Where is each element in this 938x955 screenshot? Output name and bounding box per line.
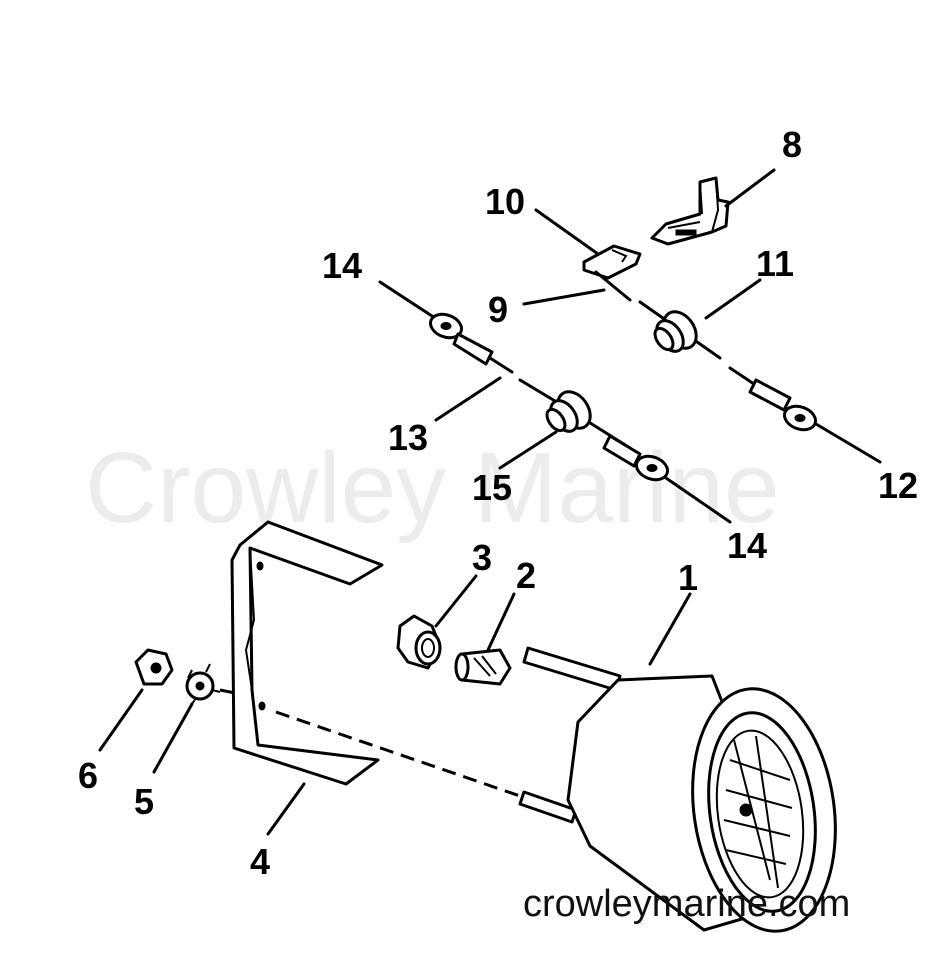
callout-11: 11 [756,243,794,284]
part-12-ring-terminal [728,366,817,432]
part-1-gauge [518,646,837,933]
callout-14-upper: 14 [322,245,362,286]
watermark-text: Crowley Marine [85,432,780,544]
callout-4: 4 [250,841,270,882]
watermark-url: crowleymarine.com [523,883,850,925]
callout-10: 10 [485,181,525,222]
part-5-lock-washer [185,663,221,705]
part-15-grommet [545,390,632,450]
callout-1: 1 [678,557,698,598]
part-14-ring-terminal-lower [602,434,669,482]
part-6-nut [134,648,174,686]
callout-14-lower: 14 [727,525,767,566]
callout-2: 2 [516,555,536,596]
part-2-bulb [454,648,512,686]
callout-5: 5 [134,781,154,822]
part-13-wire [518,378,562,406]
part-4-u-bracket [230,520,384,786]
callout-15: 15 [472,467,512,508]
part-8-bracket [650,176,730,246]
callout-3: 3 [472,537,492,578]
part-10-clip [582,244,642,280]
part-14-ring-terminal-upper [429,312,514,374]
part-9-wire [594,270,632,302]
mounting-line [219,688,521,798]
callout-9: 9 [488,289,508,330]
part-11-grommet [638,300,722,360]
part-3-socket [396,614,442,670]
callout-8: 8 [782,124,802,165]
leader-lines [98,168,882,836]
callout-6: 6 [78,755,98,796]
callout-13: 13 [388,417,428,458]
callout-12: 12 [878,465,918,506]
